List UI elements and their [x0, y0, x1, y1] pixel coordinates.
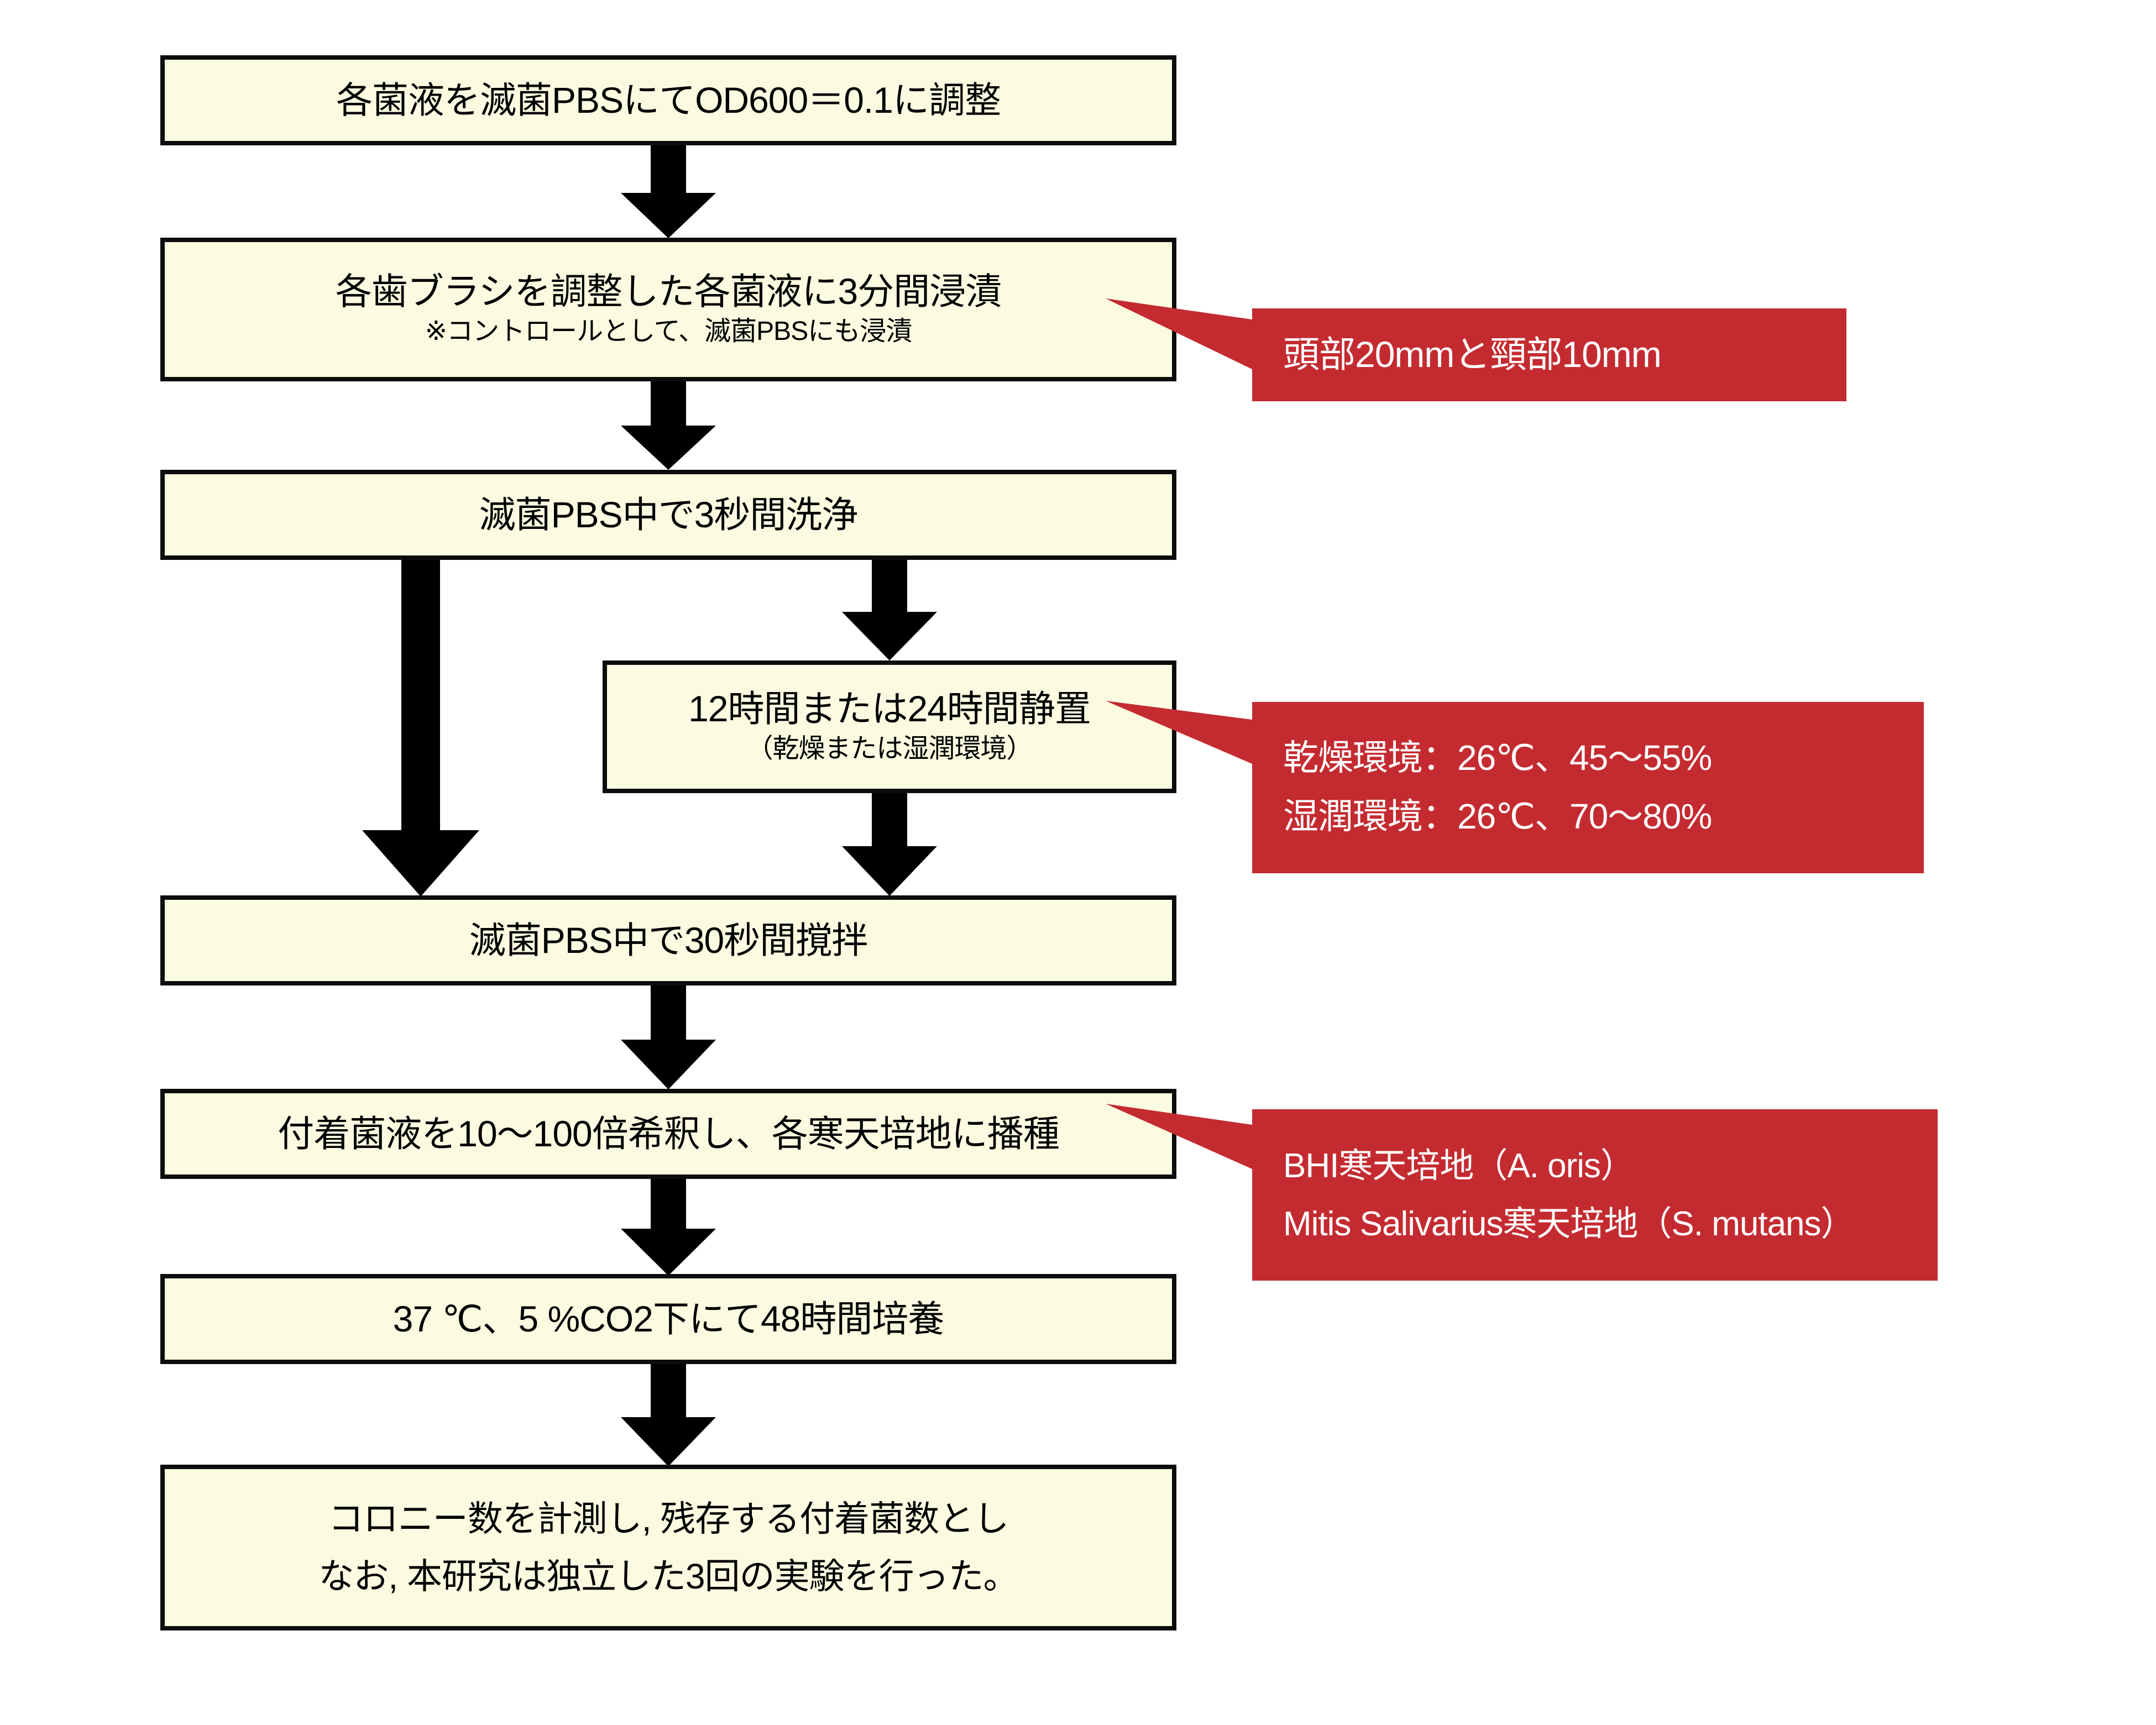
step8-text-stack: コロニー数を計測し, 残存する付着菌数とし なお, 本研究は独立した3回の実験を… — [318, 1499, 1018, 1596]
arrow-step5-to-step6 — [621, 985, 716, 1089]
callout3-line-1: BHI寒天培地（A. oris） — [1283, 1146, 1635, 1185]
step4-main-text: 12時間または24時間静置 — [688, 688, 1091, 730]
callout2-body: 乾燥環境：26℃、45〜55% 湿潤環境：26℃、70〜80% — [1252, 702, 1924, 873]
step8-line-1: コロニー数を計測し, 残存する付着菌数とし — [328, 1498, 1009, 1539]
step2-main-text: 各歯ブラシを調整した各菌液に3分間浸漬 — [335, 271, 1002, 312]
down-arrow-icon — [621, 145, 716, 238]
down-arrow-icon — [621, 1179, 716, 1276]
callout1-body: 頭部20mmと頸部10mm — [1252, 308, 1846, 401]
callout3-body: BHI寒天培地（A. oris） Mitis Salivarius寒天培地（S.… — [1252, 1109, 1938, 1281]
process-box-step1[interactable]: 各菌液を滅菌PBSにてOD600＝0.1に調整 — [160, 55, 1176, 145]
arrow-step3-to-step4 — [842, 560, 937, 660]
process-box-step2[interactable]: 各歯ブラシを調整した各菌液に3分間浸漬 ※コントロールとして、滅菌PBSにも浸漬 — [160, 238, 1176, 381]
step4-sub-text: （乾燥または湿潤環境） — [746, 734, 1033, 764]
long-down-arrow-icon — [362, 558, 479, 896]
process-box-step4[interactable]: 12時間または24時間静置 （乾燥または湿潤環境） — [603, 660, 1176, 793]
process-box-step8[interactable]: コロニー数を計測し, 残存する付着菌数とし なお, 本研究は独立した3回の実験を… — [160, 1465, 1176, 1630]
step7-main-text: 37 ℃、5 %CO2下にて48時間培養 — [393, 1298, 945, 1339]
callout2-line-2: 湿潤環境：26℃、70〜80% — [1283, 796, 1712, 836]
process-box-step6[interactable]: 付着菌液を10〜100倍希釈し、各寒天培地に播種 — [160, 1089, 1176, 1179]
arrow-step1-to-step2 — [621, 145, 716, 238]
process-box-step5[interactable]: 滅菌PBS中で30秒間撹拌 — [160, 895, 1176, 985]
down-arrow-icon — [621, 985, 716, 1089]
down-arrow-icon — [842, 560, 937, 660]
callout-environment-conditions[interactable]: 乾燥環境：26℃、45〜55% 湿潤環境：26℃、70〜80% — [1106, 685, 1957, 884]
step2-sub-text: ※コントロールとして、滅菌PBSにも浸漬 — [425, 317, 912, 347]
callout3-pointer-icon — [1106, 1092, 1260, 1238]
callout-agar-media[interactable]: BHI寒天培地（A. oris） Mitis Salivarius寒天培地（S.… — [1106, 1092, 1968, 1296]
callout1-line-1: 頭部20mmと頸部10mm — [1283, 334, 1662, 375]
step1-main-text: 各菌液を滅菌PBSにてOD600＝0.1に調整 — [336, 79, 1001, 120]
arrow-step4-to-step5 — [842, 793, 937, 896]
arrow-step3-to-step5-bypass — [362, 558, 479, 896]
step8-line-2: なお, 本研究は独立した3回の実験を行った。 — [318, 1556, 1018, 1596]
process-box-step7[interactable]: 37 ℃、5 %CO2下にて48時間培養 — [160, 1274, 1176, 1364]
callout-brush-dimensions[interactable]: 頭部20mmと頸部10mm — [1106, 276, 1896, 431]
process-box-step3[interactable]: 滅菌PBS中で3秒間洗浄 — [160, 470, 1176, 560]
down-arrow-icon — [842, 793, 937, 896]
callout2-line-1: 乾燥環境：26℃、45〜55% — [1283, 738, 1712, 778]
arrow-step7-to-step8 — [621, 1364, 716, 1466]
arrow-step2-to-step3 — [621, 381, 716, 470]
callout1-pointer-icon — [1106, 287, 1260, 401]
down-arrow-icon — [621, 381, 716, 470]
arrow-step6-to-step7 — [621, 1179, 716, 1276]
down-arrow-icon — [621, 1364, 716, 1466]
step3-main-text: 滅菌PBS中で3秒間洗浄 — [479, 494, 859, 535]
step6-main-text: 付着菌液を10〜100倍希釈し、各寒天培地に播種 — [278, 1113, 1060, 1154]
callout3-line-2: Mitis Salivarius寒天培地（S. mutans） — [1283, 1205, 1855, 1243]
callout2-pointer-icon — [1106, 685, 1260, 832]
step5-main-text: 滅菌PBS中で30秒間撹拌 — [469, 919, 868, 961]
